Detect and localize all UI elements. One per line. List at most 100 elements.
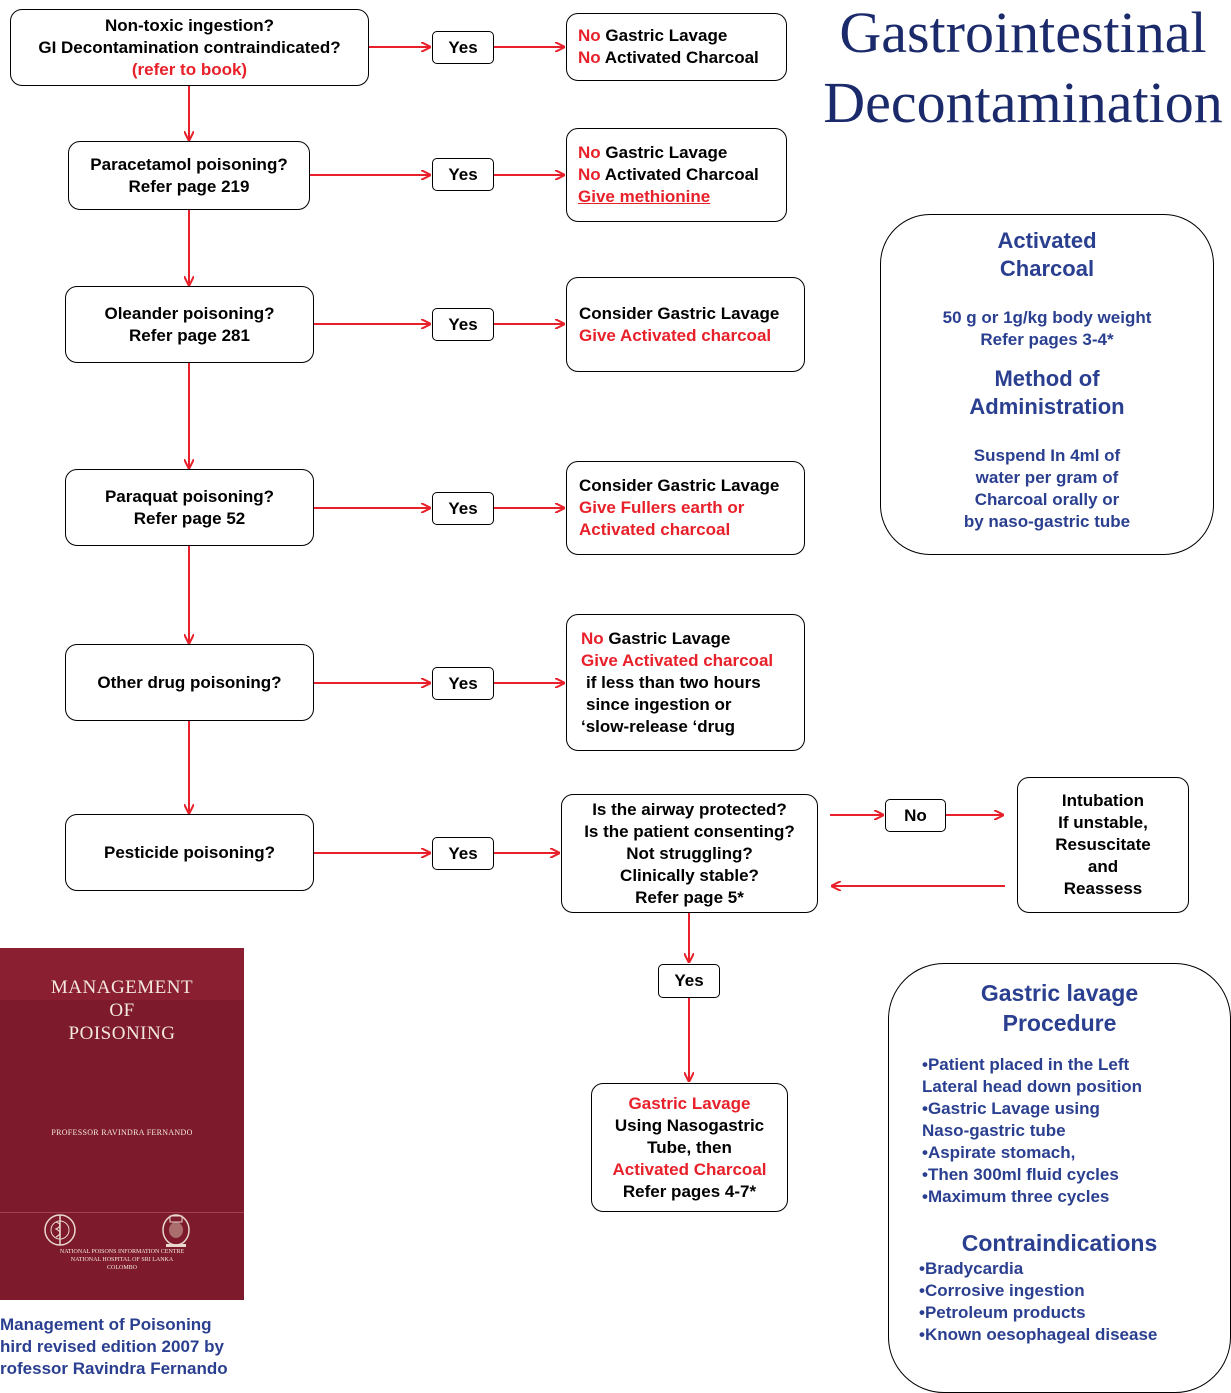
- a4-line2: Give Fullers earth or: [579, 498, 745, 517]
- procedure-step-6: •Then 300ml fluid cycles: [922, 1165, 1119, 1184]
- book-institution-2: NATIONAL HOSPITAL OF SRI LANKA: [70, 1257, 174, 1263]
- yes-label-3: Yes: [432, 308, 494, 341]
- airway-line3: Not struggling?: [626, 843, 753, 863]
- yes-label-4: Yes: [432, 492, 494, 525]
- question-paracetamol: Paracetamol poisoning? Refer page 219: [68, 141, 310, 210]
- answer-paracetamol: No Gastric Lavage No Activated Charcoal …: [566, 128, 787, 222]
- yes-label-2: Yes: [432, 158, 494, 191]
- contraindication-1: •Bradycardia: [919, 1259, 1024, 1278]
- a5-line1: Gastric Lavage: [603, 628, 731, 648]
- answer-paraquat: Consider Gastric Lavage Give Fullers ear…: [566, 461, 805, 555]
- procedure-step-5: •Aspirate stomach,: [922, 1143, 1076, 1162]
- yes-label-1: Yes: [432, 31, 494, 64]
- a5-no: No: [581, 628, 604, 648]
- who-emblem-icon: [44, 1214, 76, 1246]
- a5-line2: Give Activated charcoal: [581, 650, 774, 670]
- a1-line1: Gastric Lavage: [600, 26, 728, 45]
- caption-line2: hird revised edition 2007 by: [0, 1337, 224, 1356]
- yes-label-6: Yes: [432, 837, 494, 870]
- intubation-line2: If unstable,: [1058, 813, 1148, 832]
- contraindications-heading: Contraindications: [961, 1230, 1158, 1256]
- q4-line2: Refer page 52: [133, 508, 246, 528]
- question-pesticide: Pesticide poisoning?: [65, 814, 314, 891]
- a2-line3: Give methionine: [578, 187, 711, 206]
- method-heading: Method of Administration: [881, 365, 1213, 421]
- contraindication-3: •Petroleum products: [919, 1303, 1086, 1322]
- charcoal-heading: Activated Charcoal: [881, 227, 1213, 283]
- a2-no-1: No: [578, 143, 601, 162]
- sri-lanka-emblem-icon: [162, 1214, 190, 1247]
- a4-line3: Activated charcoal: [579, 520, 731, 539]
- procedure-heading-2: Procedure: [1002, 1010, 1117, 1036]
- q6-line1: Pesticide poisoning?: [104, 842, 275, 862]
- airway-check-box: Is the airway protected? Is the patient …: [561, 794, 818, 913]
- question-oleander: Oleander poisoning? Refer page 281: [65, 286, 314, 363]
- contraindication-2: •Corrosive ingestion: [919, 1281, 1085, 1300]
- intubation-box: Intubation If unstable, Resuscitate and …: [1017, 777, 1189, 913]
- gastric-lavage-panel: Gastric lavage Procedure •Patient placed…: [888, 963, 1231, 1393]
- book-caption: Management of Poisoning hird revised edi…: [0, 1314, 300, 1380]
- yes-label-7: Yes: [658, 964, 720, 998]
- book-cover-image: MANAGEMENT OF POISONING PROFESSOR RAVIND…: [0, 948, 244, 1300]
- intubation-line1: Intubation: [1061, 791, 1145, 810]
- book-author: PROFESSOR RAVINDRA FERNANDO: [51, 1128, 193, 1137]
- a2-line2: Activated Charcoal: [600, 165, 759, 184]
- lavage-line3: Tube, then: [647, 1137, 732, 1157]
- method-line3: Charcoal orally or: [974, 490, 1120, 509]
- charcoal-heading-1: Activated: [997, 228, 1097, 253]
- contraindications-list: •Bradycardia •Corrosive ingestion •Petro…: [889, 1258, 1230, 1346]
- q5-line1: Other drug poisoning?: [97, 672, 282, 692]
- lavage-line2: Using Nasogastric: [614, 1115, 765, 1135]
- a5-line3: if less than two hours: [586, 672, 761, 692]
- q4-line1: Paraquat poisoning?: [104, 486, 275, 506]
- procedure-heading: Gastric lavage Procedure: [889, 978, 1230, 1038]
- q2-line2: Refer page 219: [128, 176, 250, 196]
- q1-line3: (refer to book): [131, 59, 248, 79]
- lavage-line4: Activated Charcoal: [612, 1159, 767, 1179]
- caption-line1: Management of Poisoning: [0, 1315, 212, 1334]
- lavage-line5: Refer pages 4-7*: [622, 1181, 757, 1201]
- procedure-step-2: Lateral head down position: [922, 1077, 1143, 1096]
- intubation-line5: Reassess: [1063, 879, 1143, 898]
- book-title-1: MANAGEMENT: [50, 977, 194, 998]
- q3-line1: Oleander poisoning?: [104, 303, 275, 323]
- a2-no-2: No: [578, 165, 601, 184]
- answer-oleander: Consider Gastric Lavage Give Activated c…: [566, 277, 805, 372]
- intubation-line3: Resuscitate: [1055, 835, 1151, 854]
- a3-line1: Consider Gastric Lavage: [579, 303, 780, 323]
- a3-line2: Give Activated charcoal: [579, 325, 772, 345]
- book-institution-1: NATIONAL POISONS INFORMATION CENTRE: [59, 1249, 185, 1255]
- contraindication-4: •Known oesophageal disease: [919, 1325, 1158, 1344]
- a1-no-1: No: [578, 26, 601, 45]
- procedure-step-4: Naso-gastric tube: [922, 1121, 1066, 1140]
- q2-line1: Paracetamol poisoning?: [90, 154, 288, 174]
- q3-line2: Refer page 281: [129, 325, 250, 345]
- gastric-lavage-box: Gastric Lavage Using Nasogastric Tube, t…: [591, 1083, 788, 1212]
- a5-line4: since ingestion or: [586, 694, 732, 714]
- charcoal-heading-2: Charcoal: [999, 256, 1095, 281]
- book-institution-3: COLOMBO: [106, 1265, 137, 1271]
- question-non-toxic: Non-toxic ingestion? GI Decontamination …: [10, 9, 369, 86]
- a5-line5: ‘slow-release ‘drug: [581, 716, 735, 736]
- charcoal-dose-1: 50 g or 1g/kg body weight: [942, 308, 1152, 327]
- question-other-drug: Other drug poisoning?: [65, 644, 314, 721]
- page-title: Gastrointestinal Decontamination: [815, 2, 1231, 134]
- activated-charcoal-panel: Activated Charcoal 50 g or 1g/kg body we…: [880, 214, 1214, 555]
- q1-line1: Non-toxic ingestion?: [104, 15, 275, 35]
- question-paraquat: Paraquat poisoning? Refer page 52: [65, 469, 314, 546]
- method-line1: Suspend In 4ml of: [973, 446, 1121, 465]
- title-line1: Gastrointestinal: [839, 0, 1207, 65]
- procedure-heading-1: Gastric lavage: [980, 980, 1139, 1006]
- book-title-3: POISONING: [68, 1023, 176, 1044]
- intubation-line4: and: [1087, 857, 1119, 876]
- charcoal-dose: 50 g or 1g/kg body weight Refer pages 3-…: [881, 307, 1213, 351]
- charcoal-dose-2: Refer pages 3-4*: [980, 330, 1114, 349]
- title-line2: Decontamination: [823, 70, 1223, 135]
- a1-line2: Activated Charcoal: [600, 48, 759, 67]
- answer-other-drug: No Gastric Lavage Give Activated charcoa…: [566, 614, 805, 751]
- airway-line2: Is the patient consenting?: [584, 821, 795, 841]
- airway-line1: Is the airway protected?: [592, 799, 787, 819]
- method-line4: by naso-gastric tube: [963, 512, 1131, 531]
- method-text: Suspend In 4ml of water per gram of Char…: [881, 445, 1213, 533]
